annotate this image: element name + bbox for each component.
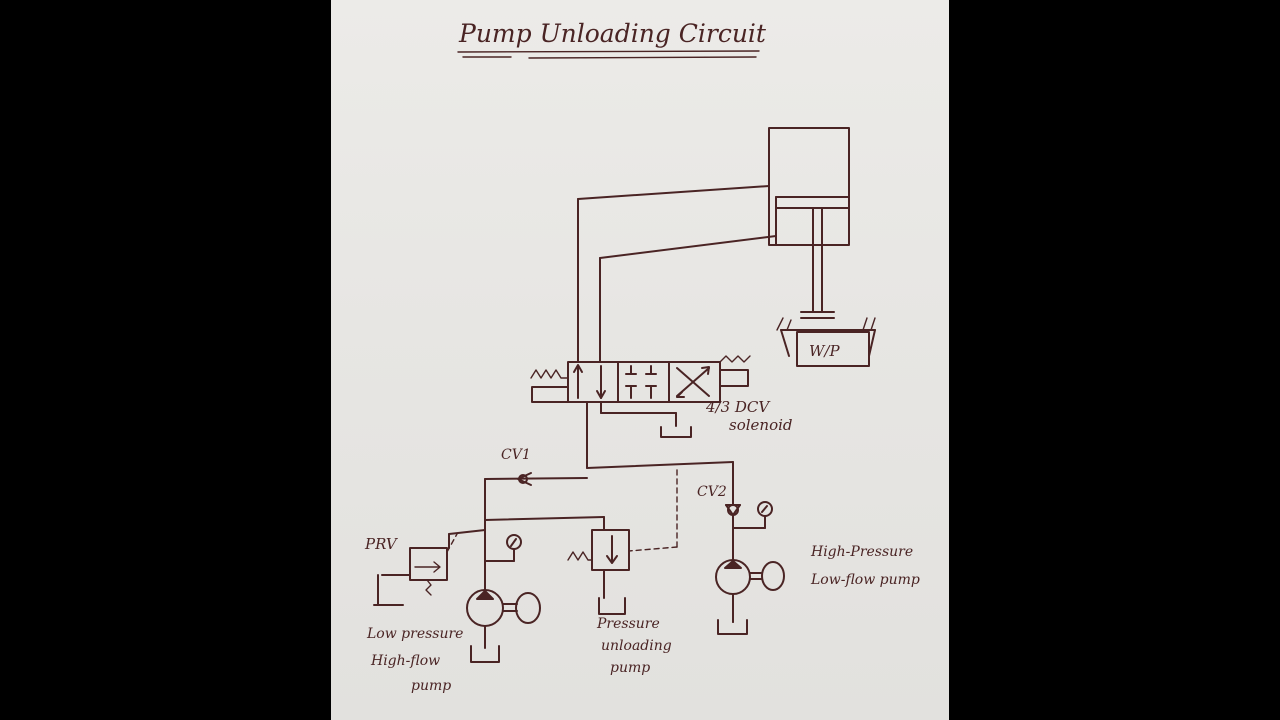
- paper-sheet: Pump Unloading Circuit: [331, 0, 949, 720]
- unloading-label-line3: pump: [610, 660, 650, 676]
- unloading-label-line2: unloading: [601, 638, 672, 654]
- pressure-gauge-low: [484, 534, 522, 562]
- low-pressure-branch-lines: [448, 516, 605, 591]
- valve-tank-line: [600, 401, 692, 438]
- dcv-4-3-valve: [530, 355, 751, 403]
- cv1-label: CV1: [501, 447, 531, 463]
- high-pressure-label-line2: Low-flow pump: [810, 572, 920, 588]
- high-pressure-pump: [715, 514, 785, 635]
- prv-label: PRV: [364, 535, 399, 553]
- work-piece-block: [776, 317, 876, 367]
- check-valve-cv2: [725, 504, 741, 516]
- pilot-line-dashed: [628, 469, 678, 552]
- low-pressure-label-line3: pump: [411, 678, 451, 694]
- low-pressure-label-line2: High-flow: [370, 653, 440, 669]
- pressure-relief-valve: [373, 533, 458, 606]
- check-valve-cv1: [517, 472, 532, 486]
- diagram-title: Pump Unloading Circuit: [458, 19, 767, 48]
- hydraulic-cylinder: [768, 127, 850, 319]
- cv2-label: CV2: [697, 484, 727, 500]
- valve-label-line2: solenoid: [729, 416, 793, 434]
- unloading-label-line1: Pressure: [596, 616, 660, 632]
- cylinder-lines: [577, 185, 777, 363]
- high-pressure-label-line1: High-Pressure: [810, 544, 913, 560]
- circuit-diagram: Pump Unloading Circuit: [364, 19, 920, 694]
- low-pressure-label-line1: Low pressure: [366, 626, 463, 642]
- title-underline: [457, 50, 760, 59]
- pressure-unloading-valve: [567, 529, 630, 615]
- pressure-gauge-cv2: [732, 501, 773, 529]
- work-piece-label: W/P: [809, 342, 840, 360]
- valve-label-line1: 4/3 DCV: [705, 398, 771, 416]
- low-pressure-pump: [466, 589, 541, 663]
